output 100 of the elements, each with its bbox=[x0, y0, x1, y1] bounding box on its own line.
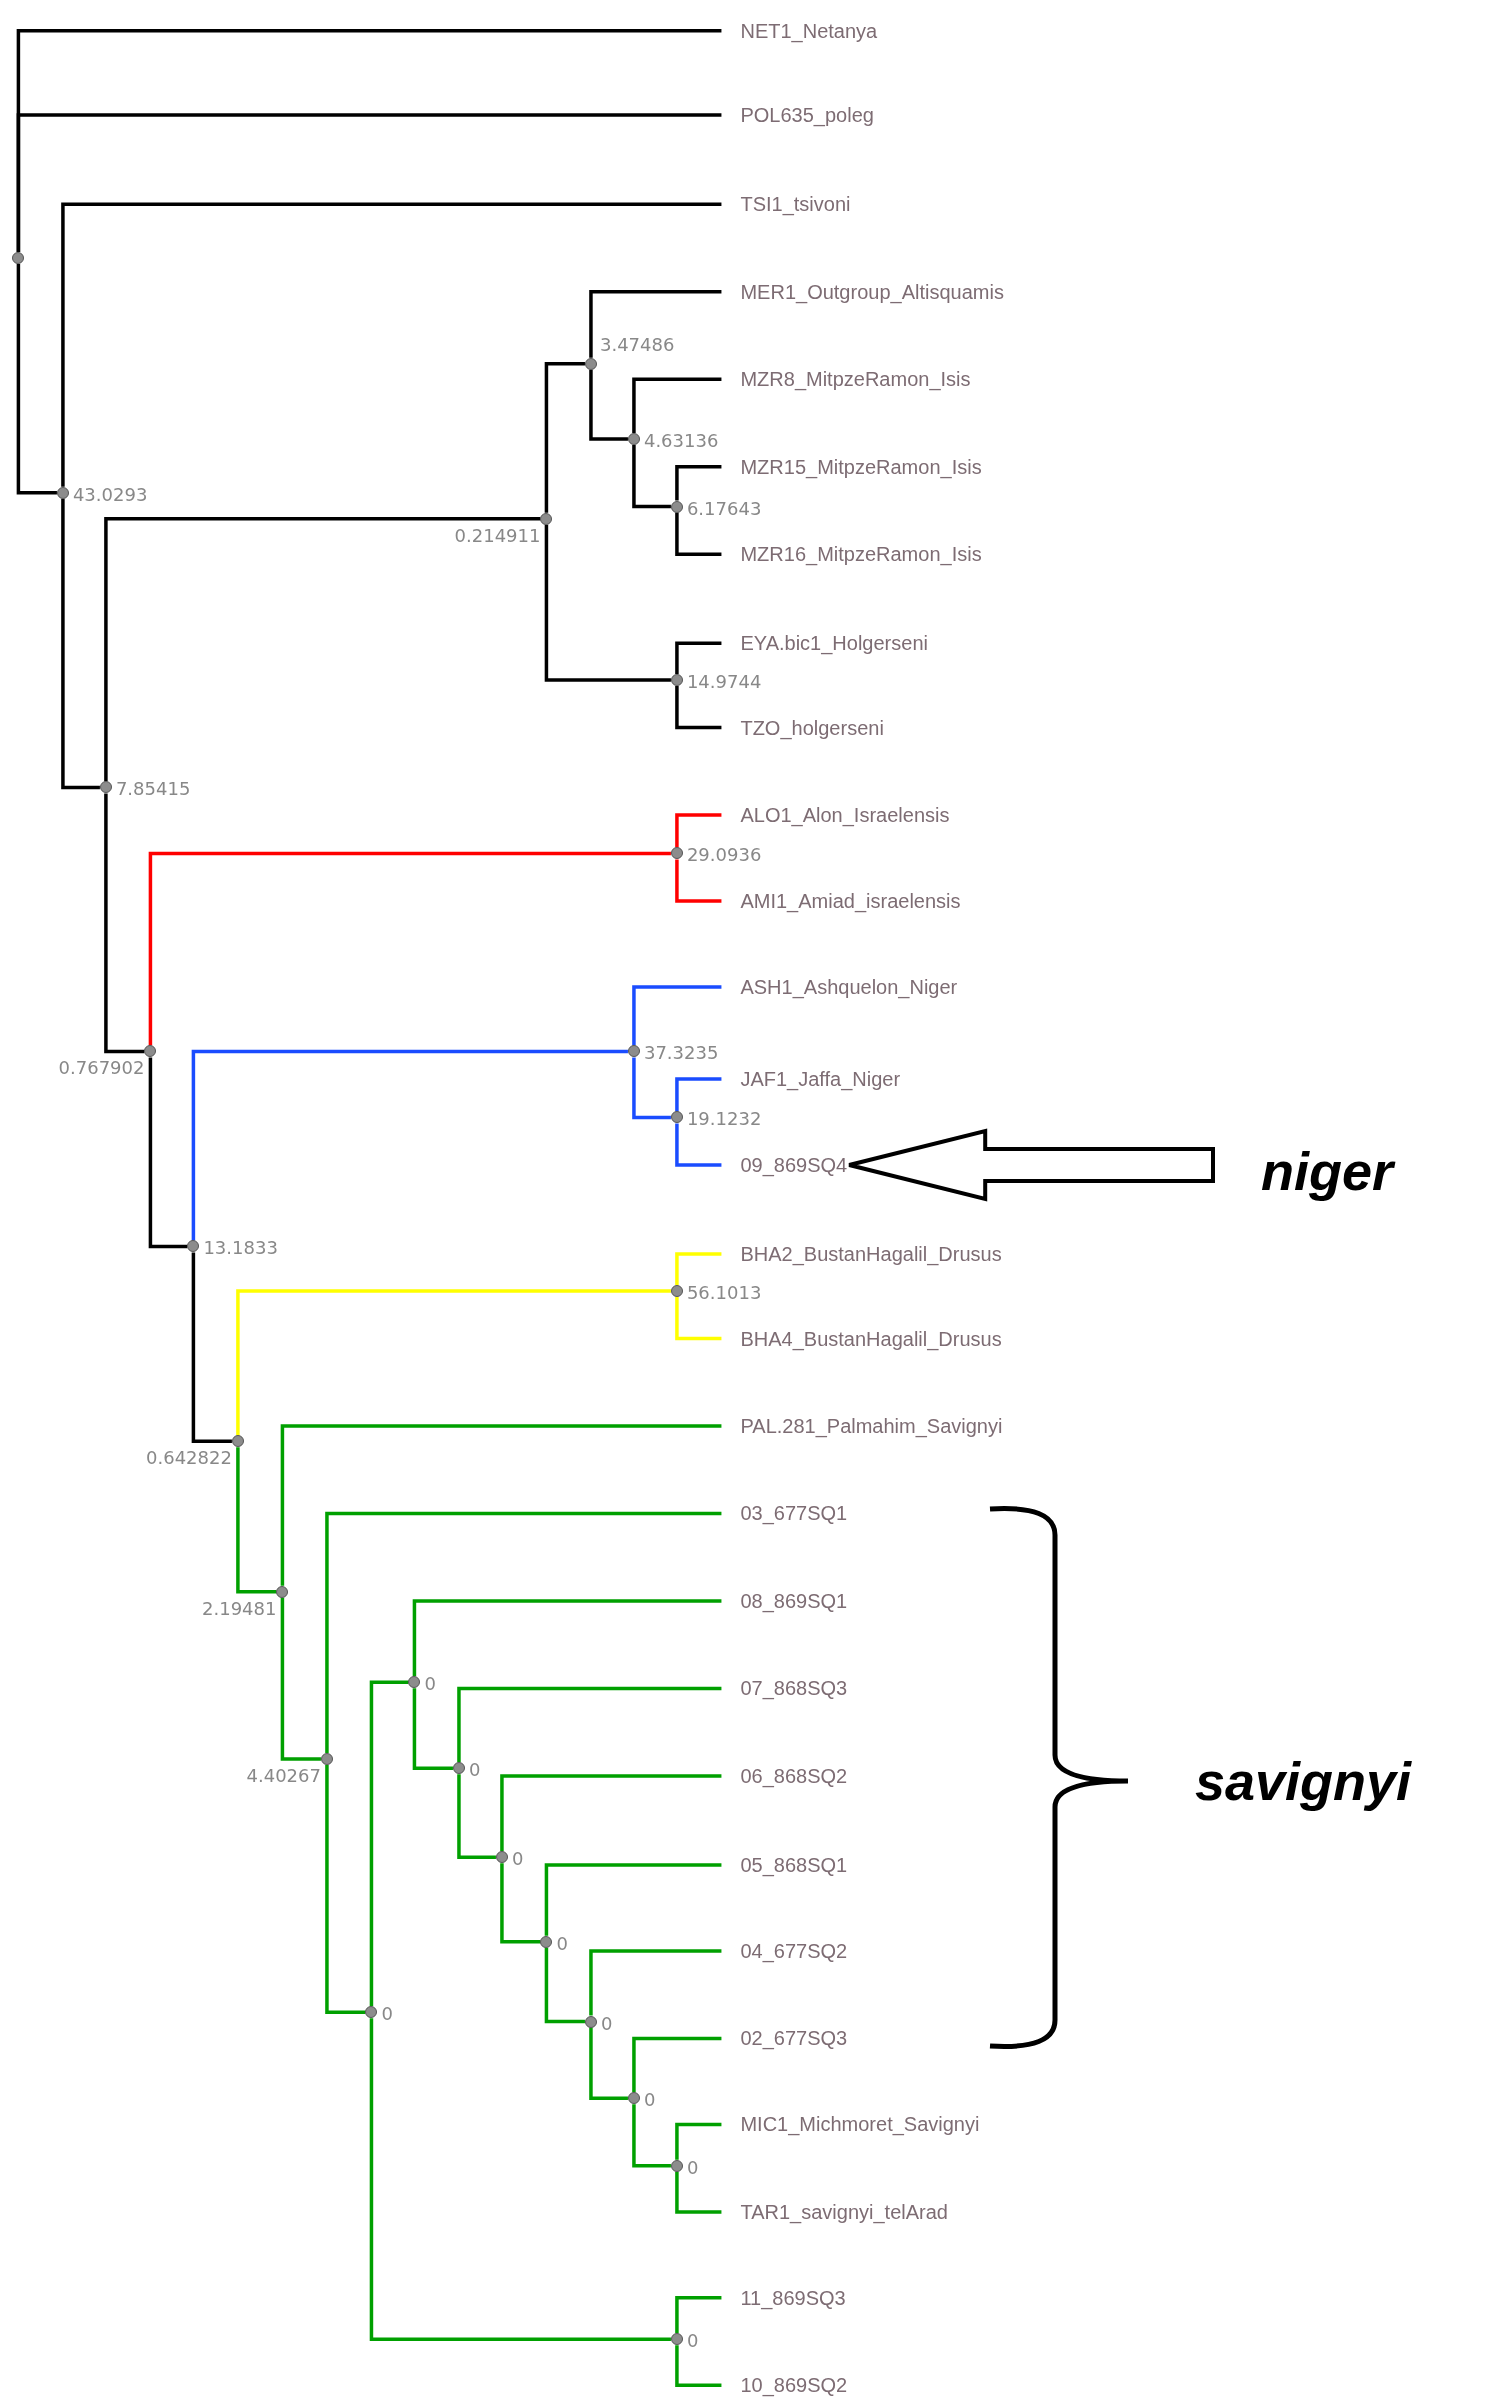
tree-branch bbox=[280, 1597, 321, 1761]
taxon-label: 09_869SQ4 bbox=[721, 1152, 848, 1179]
node-dot bbox=[276, 1585, 289, 1598]
tree-branch bbox=[61, 498, 100, 790]
tree-branch bbox=[675, 641, 722, 674]
taxon-label: POL635_poleg bbox=[721, 102, 874, 129]
tree-branch bbox=[544, 362, 585, 513]
tree-branch bbox=[632, 1057, 671, 1120]
support-value: 19.1232 bbox=[686, 1108, 762, 1131]
taxon-label: MZR15_MitpzeRamon_Isis bbox=[721, 453, 982, 480]
node-dot bbox=[670, 500, 683, 513]
taxon-label: MZR8_MitpzeRamon_Isis bbox=[721, 366, 971, 393]
tree-branch bbox=[589, 1949, 722, 2016]
support-value: 0 bbox=[468, 1759, 481, 1782]
taxon-label: BHA2_BustanHagalil_Drusus bbox=[721, 1241, 1002, 1268]
support-value: 29.0936 bbox=[686, 844, 762, 867]
tree-branch bbox=[675, 512, 722, 556]
taxon-label: 03_677SQ1 bbox=[721, 1500, 848, 1527]
taxon-label: BHA4_BustanHagalil_Drusus bbox=[721, 1325, 1002, 1352]
tree-branch bbox=[675, 464, 722, 501]
support-value: 0 bbox=[600, 2012, 613, 2035]
tree-branch bbox=[632, 2036, 722, 2093]
support-value: 6.17643 bbox=[686, 497, 762, 520]
taxon-label: MIC1_Michmoret_Savignyi bbox=[721, 2111, 980, 2138]
node-dot bbox=[670, 847, 683, 860]
tree-branch bbox=[544, 1863, 722, 1936]
taxon-label: MER1_Outgroup_Altisquamis bbox=[721, 278, 1004, 305]
tree-branch bbox=[280, 1424, 722, 1586]
node-dot bbox=[56, 486, 69, 499]
tree-branch bbox=[675, 2296, 722, 2334]
taxon-label: PAL.281_Palmahim_Savignyi bbox=[721, 1413, 1003, 1439]
support-value: 0 bbox=[381, 2003, 393, 2026]
tree-branch bbox=[675, 1123, 722, 1167]
node-dot bbox=[452, 1762, 465, 1775]
taxon-label: 10_869SQ2 bbox=[721, 2372, 848, 2399]
node-dot bbox=[408, 1676, 421, 1689]
taxon-label: 08_869SQ1 bbox=[721, 1587, 848, 1614]
tree-branch bbox=[632, 2104, 671, 2168]
support-value: 14.9744 bbox=[686, 671, 762, 693]
tree-branch bbox=[675, 2345, 722, 2388]
taxon-label: ASH1_Ashquelon_Niger bbox=[721, 974, 958, 1000]
tree-branch bbox=[500, 1863, 541, 1944]
tree-branch bbox=[675, 686, 722, 730]
node-dot bbox=[495, 1851, 508, 1864]
support-value: 0 bbox=[424, 1673, 436, 1696]
tree-branch bbox=[675, 859, 722, 903]
support-value: 4.40267 bbox=[246, 1765, 321, 1788]
taxon-label: TSI1_tsivoni bbox=[721, 191, 851, 218]
taxon-label: 04_677SQ2 bbox=[721, 1937, 848, 1964]
tree-branch bbox=[589, 369, 628, 441]
tree-branch bbox=[675, 1252, 722, 1285]
support-value: 0.642822 bbox=[146, 1447, 232, 1470]
taxon-label: 02_677SQ3 bbox=[721, 2025, 848, 2052]
annotation-label: niger bbox=[1213, 1139, 1394, 1203]
support-value: 3.47486 bbox=[599, 333, 675, 356]
node-dot bbox=[540, 512, 553, 525]
taxon-label: 07_868SQ3 bbox=[721, 1675, 848, 1702]
node-dot bbox=[99, 781, 112, 794]
tree-branch bbox=[369, 1680, 409, 2007]
node-dot bbox=[627, 1045, 640, 1058]
node-dot bbox=[231, 1435, 244, 1448]
node-dot bbox=[12, 251, 25, 264]
support-value: 2.19481 bbox=[202, 1597, 277, 1620]
support-value: 0 bbox=[511, 1848, 524, 1871]
group-label: savignyi bbox=[1195, 1750, 1412, 1813]
node-dot bbox=[187, 1240, 200, 1253]
node-dot bbox=[627, 2092, 640, 2105]
tree-branch bbox=[544, 524, 671, 682]
taxon-label: 11_869SQ3 bbox=[721, 2284, 846, 2311]
tree-branch bbox=[544, 1947, 585, 2024]
tree-branch bbox=[61, 202, 722, 487]
node-dot bbox=[670, 1111, 683, 1124]
taxon-label: AMI1_Amiad_israelensis bbox=[721, 888, 961, 915]
tree-branch bbox=[632, 445, 671, 509]
tree-branch bbox=[16, 263, 57, 495]
tree-branch bbox=[675, 1077, 722, 1112]
taxon-label: TZO_holgerseni bbox=[721, 714, 884, 741]
taxon-label: TAR1_savignyi_telArad bbox=[721, 2198, 948, 2225]
node-dot bbox=[584, 2015, 597, 2028]
support-value: 0 bbox=[686, 2330, 699, 2353]
taxon-label: MZR16_MitpzeRamon_Isis bbox=[721, 541, 982, 568]
taxon-label: JAF1_Jaffa_Niger bbox=[721, 1066, 901, 1093]
tree-branch bbox=[675, 813, 722, 848]
node-dot bbox=[540, 1935, 553, 1948]
tree-branch bbox=[632, 377, 722, 433]
tree-branch bbox=[412, 1599, 722, 1677]
support-value: 4.63136 bbox=[643, 430, 719, 452]
support-value: 0 bbox=[643, 2089, 656, 2112]
support-value: 37.3235 bbox=[643, 1042, 719, 1065]
tree-branch bbox=[412, 1688, 453, 1771]
support-value: 13.1833 bbox=[203, 1237, 278, 1260]
tree-branch bbox=[675, 2122, 722, 2160]
tree-branch bbox=[236, 1289, 671, 1436]
tree-branch bbox=[325, 1765, 366, 2015]
tree-branch bbox=[148, 851, 671, 1046]
tree-branch bbox=[632, 985, 722, 1046]
node-dot bbox=[320, 1753, 333, 1766]
support-value: 43.0293 bbox=[72, 483, 148, 506]
tree-branch bbox=[457, 1686, 722, 1763]
node-dot bbox=[670, 2333, 683, 2346]
